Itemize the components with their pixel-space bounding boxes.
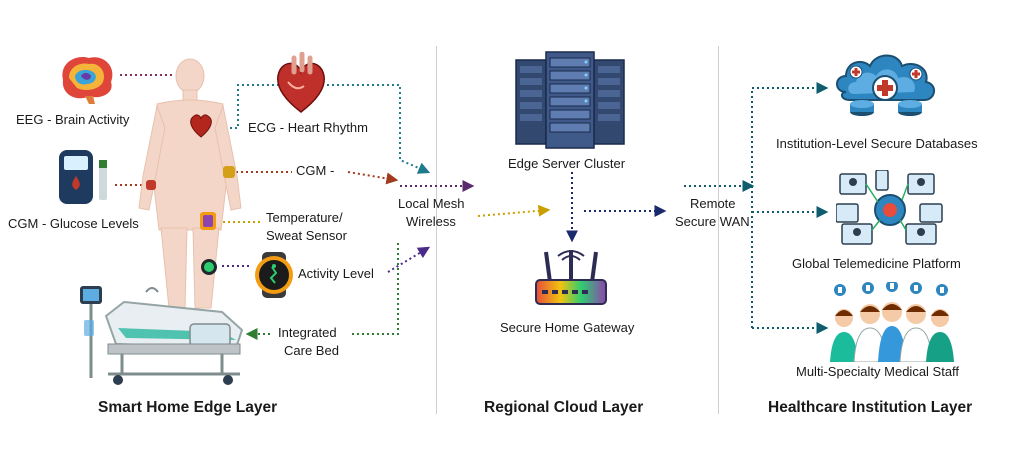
server-cluster-label: Edge Server Cluster: [508, 156, 626, 171]
arm-sensor-icon: [223, 166, 235, 178]
institution-layer-title: Healthcare Institution Layer: [768, 399, 973, 416]
secure-cloud-database-icon: [836, 54, 935, 116]
wan-trunk: [751, 82, 829, 328]
medical-staff-group-icon: [830, 282, 954, 362]
home-gateway-router-icon: [535, 250, 607, 305]
mesh-label-line1: Local Mesh: [398, 196, 465, 211]
databases-label: Institution-Level Secure Databases: [776, 136, 978, 151]
ecg-label: ECG - Heart Rhythm: [248, 120, 368, 135]
glucose-patch-icon: [146, 180, 156, 190]
cgm-label: CGM - Glucose Levels: [8, 216, 139, 231]
bed-label-line2: Care Bed: [284, 343, 339, 358]
ankle-tracker-icon: [201, 259, 217, 275]
mesh-label-line2: Wireless: [406, 214, 456, 229]
medical-staff-label: Multi-Specialty Medical Staff: [796, 364, 960, 379]
activity-label: Activity Level: [298, 266, 374, 281]
cgm-arrow-label: CGM -: [296, 163, 335, 178]
divider-cloud-institution: [718, 46, 719, 414]
mesh-to-gateway-yellow: [477, 204, 551, 217]
divider-edge-cloud: [436, 46, 437, 414]
activity-to-mesh: [387, 246, 431, 273]
brain-icon: [62, 56, 113, 104]
glucose-meter-icon: [59, 150, 107, 204]
cgm-link-2: [347, 171, 399, 185]
bed-to-mesh: [352, 240, 399, 335]
temperature-label-line2: Sweat Sensor: [266, 228, 347, 243]
smartwatch-icon: [255, 252, 293, 298]
server-rack-icon: [515, 51, 625, 149]
wan-label-line1: Remote: [690, 196, 736, 211]
chest-heart-icon: [190, 114, 212, 138]
temperature-sensor-icon: [200, 212, 216, 230]
wan-label-line2: Secure WAN: [675, 214, 750, 229]
gateway-label: Secure Home Gateway: [500, 320, 635, 335]
care-bed-icon: [80, 286, 244, 385]
heart-icon: [277, 52, 325, 113]
eeg-label: EEG - Brain Activity: [16, 112, 130, 127]
bed-label-line1: Integrated: [278, 325, 337, 340]
temperature-label-line1: Temperature/: [266, 210, 343, 225]
telemedicine-label: Global Telemedicine Platform: [792, 256, 961, 271]
cloud-layer-title: Regional Cloud Layer: [484, 399, 644, 416]
edge-layer-title: Smart Home Edge Layer: [98, 399, 278, 416]
human-body-figure: [138, 58, 242, 309]
telemedicine-network-icon: [836, 170, 943, 245]
